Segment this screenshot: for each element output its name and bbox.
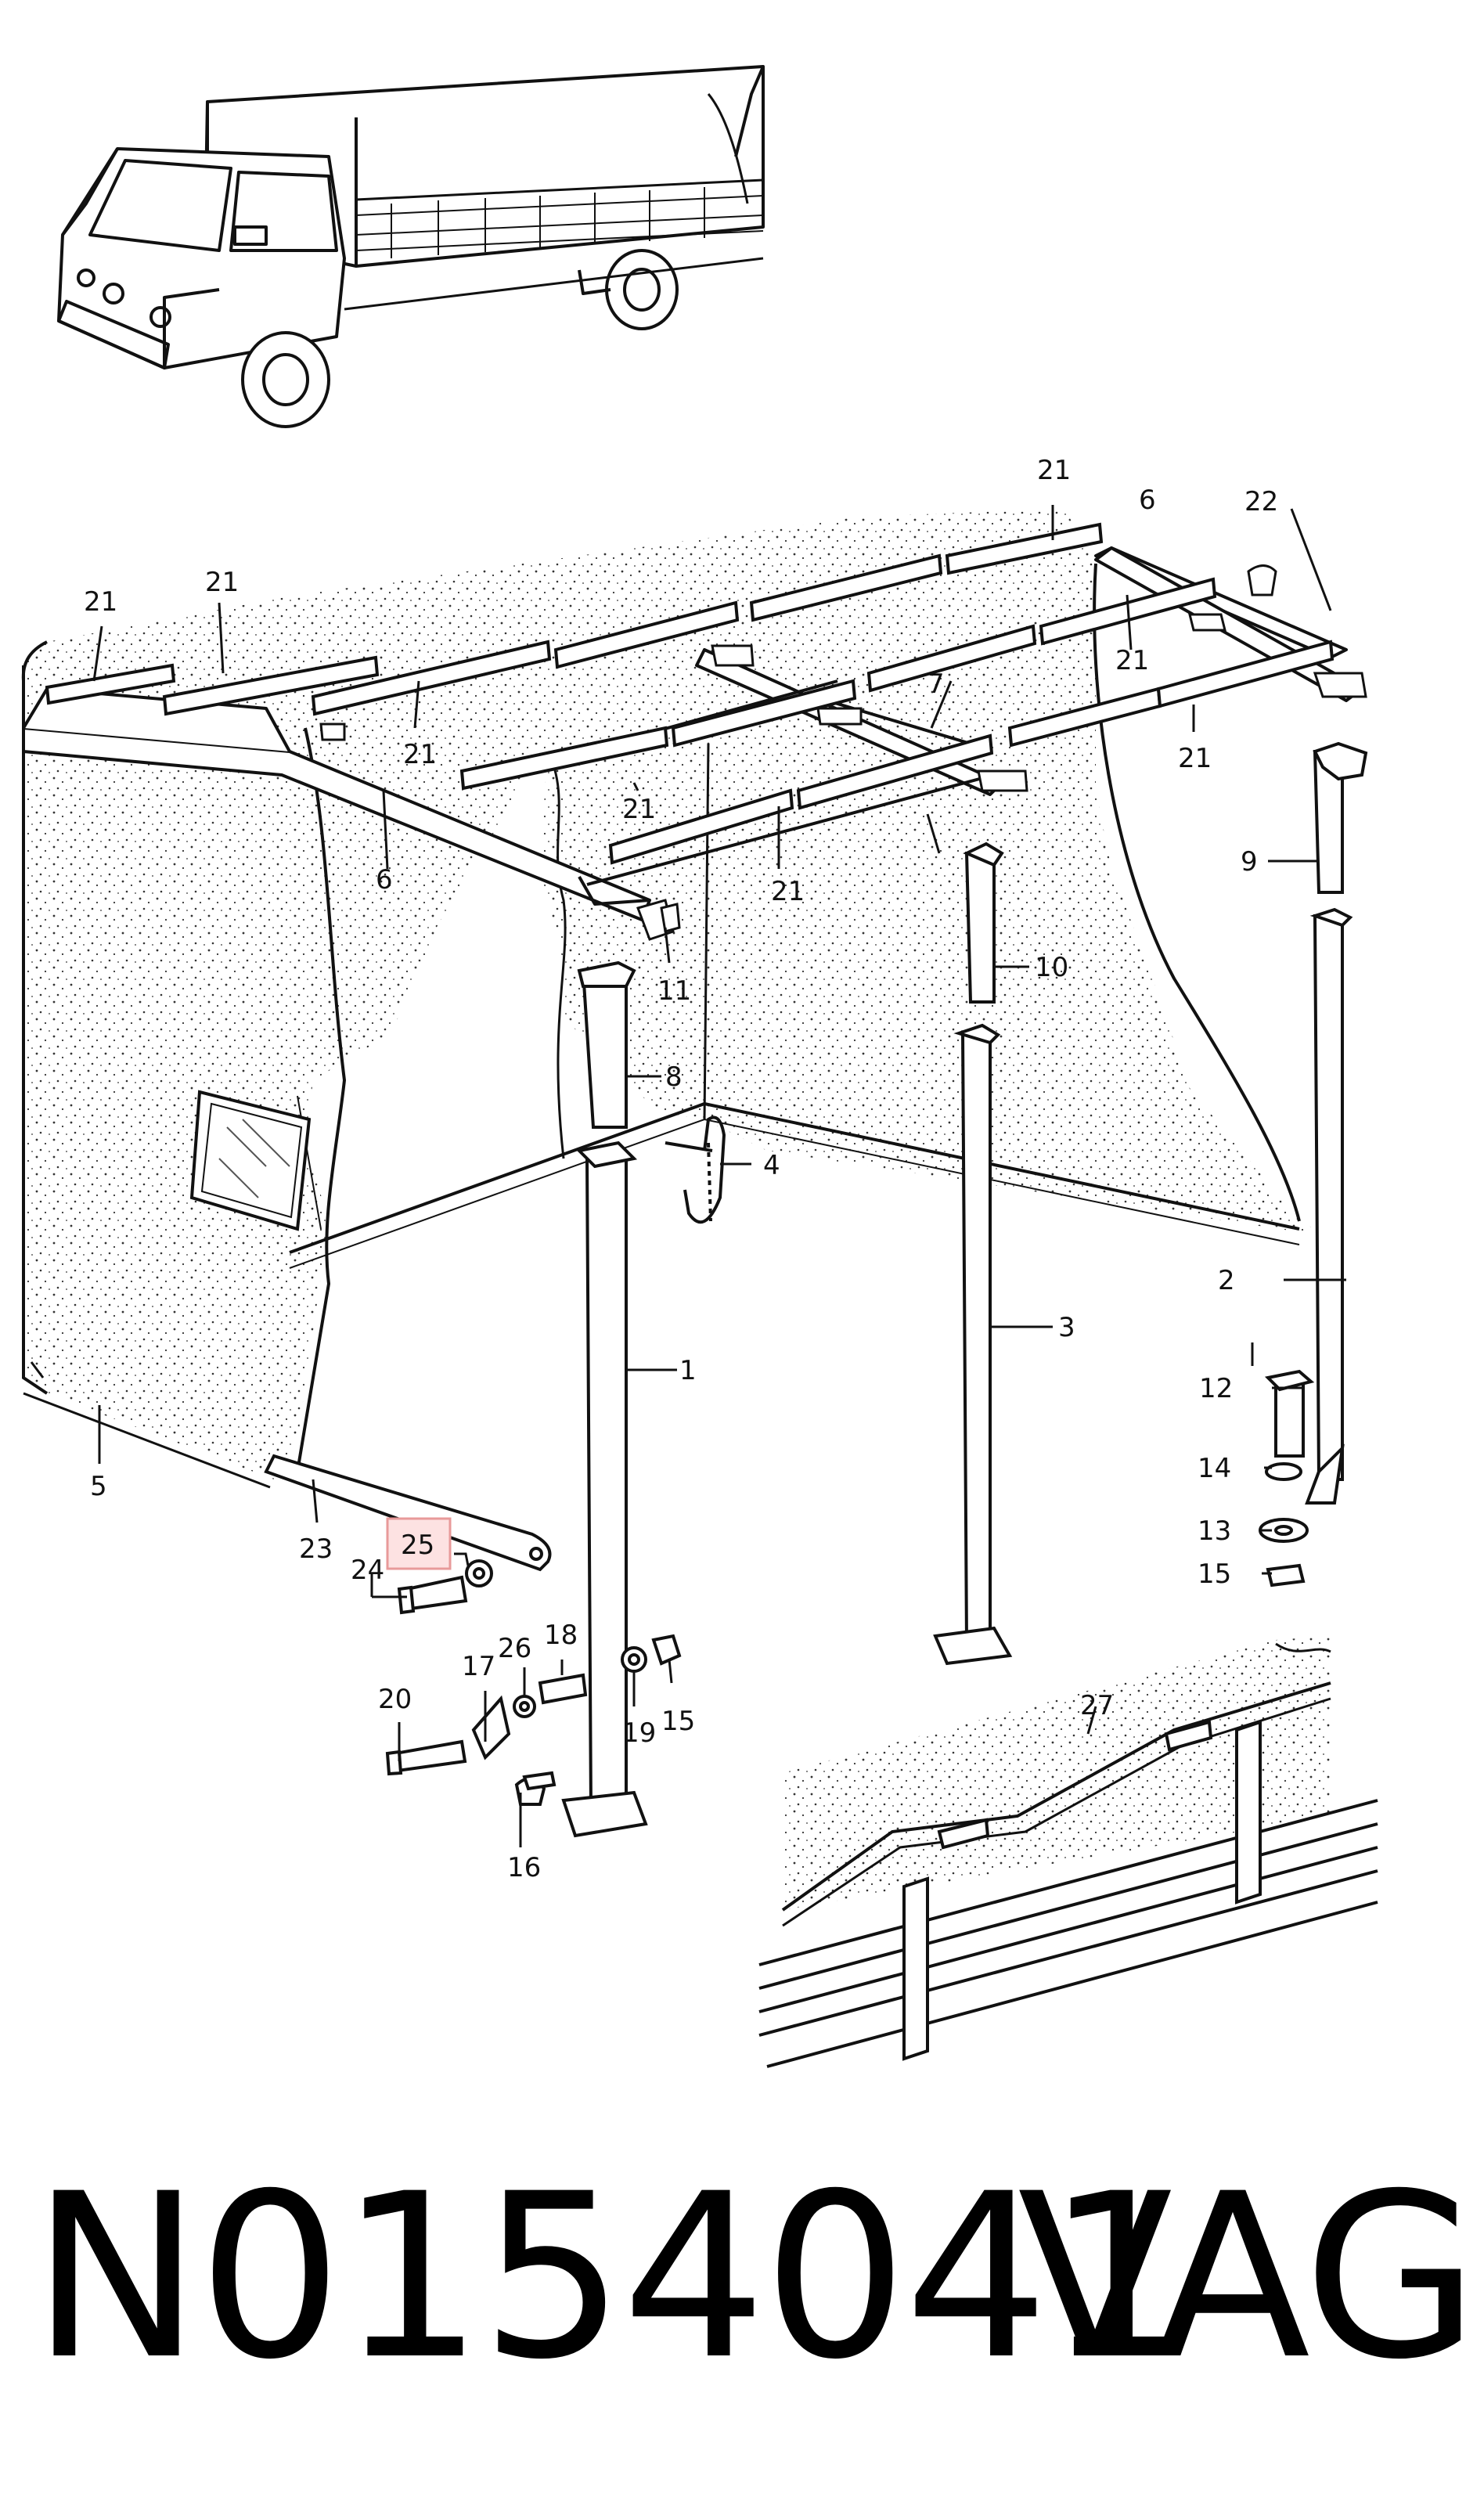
callout-21f: 21 [1037,455,1071,486]
nut-15b [1266,1563,1306,1587]
roof-bows [45,522,1335,865]
washer-14 [1265,1462,1302,1481]
part-number-caption: N0154041 [31,2146,1190,2409]
upright-2 [1313,914,1344,1481]
callout-1: 1 [679,1355,697,1386]
callout-2: 2 [1218,1265,1235,1296]
callout-21e: 21 [771,876,805,907]
callout-8: 8 [665,1061,683,1093]
callout-17: 17 [462,1651,495,1682]
callout-labels: 1 2 3 4 5 6 6 7 8 9 10 11 12 13 14 15 15… [84,455,1278,1883]
callout-23: 23 [299,1533,333,1565]
callout-25: 25 [401,1530,434,1561]
parts-diagram: 1 2 3 4 5 6 6 7 8 9 10 11 12 13 14 15 15… [21,65,1378,2068]
stanchion-sockets [577,741,1368,1129]
callout-25-highlight [386,1517,452,1570]
callout-21h: 21 [1178,743,1212,774]
callout-21d: 21 [622,794,656,825]
callout-11: 11 [657,975,691,1007]
callout-18: 18 [544,1620,578,1651]
callout-5: 5 [90,1471,107,1502]
uprights [561,907,1353,1838]
hardware [264,1369,1315,1806]
callout-15b: 15 [661,1706,695,1737]
callout-12: 12 [1199,1373,1233,1404]
bolt-12 [1274,1380,1305,1458]
upright-1 [585,1157,628,1810]
callout-7: 7 [928,668,945,700]
callout-21g: 21 [1115,645,1149,676]
callout-6b: 6 [1139,485,1156,516]
callout-3: 3 [1058,1312,1075,1343]
brand-caption: VAG [1018,2146,1479,2409]
callout-22: 22 [1244,486,1278,517]
spacer-18 [538,1673,588,1705]
upright-3 [960,1032,992,1645]
callout-9: 9 [1241,846,1258,878]
bracket-17 [471,1695,511,1760]
callout-21a: 21 [84,586,117,618]
callout-26: 26 [498,1633,531,1664]
leader-lines [92,505,1346,1847]
tarpaulin [21,509,1331,1489]
end-cap-22 [1247,564,1277,596]
callout-13: 13 [1198,1515,1231,1547]
callout-14: 14 [1198,1453,1231,1484]
bolt-20 [393,1739,467,1773]
truck-illustration [57,65,765,428]
callout-6a: 6 [376,864,393,896]
bolt-24 [405,1575,468,1611]
callout-15a: 15 [1198,1559,1231,1590]
hook-4 [665,1115,726,1224]
callout-19: 19 [622,1717,656,1749]
callout-16: 16 [507,1852,541,1883]
nut-15 [651,1634,682,1666]
callout-24: 24 [351,1555,384,1586]
brackets [319,564,1367,941]
callout-10: 10 [1035,952,1068,983]
callout-27: 27 [1080,1690,1114,1721]
callout-4: 4 [763,1150,780,1181]
callout-21c: 21 [403,739,437,770]
detail-inset [758,1636,1378,2068]
callout-20: 20 [378,1684,412,1715]
callout-21b: 21 [205,567,239,598]
